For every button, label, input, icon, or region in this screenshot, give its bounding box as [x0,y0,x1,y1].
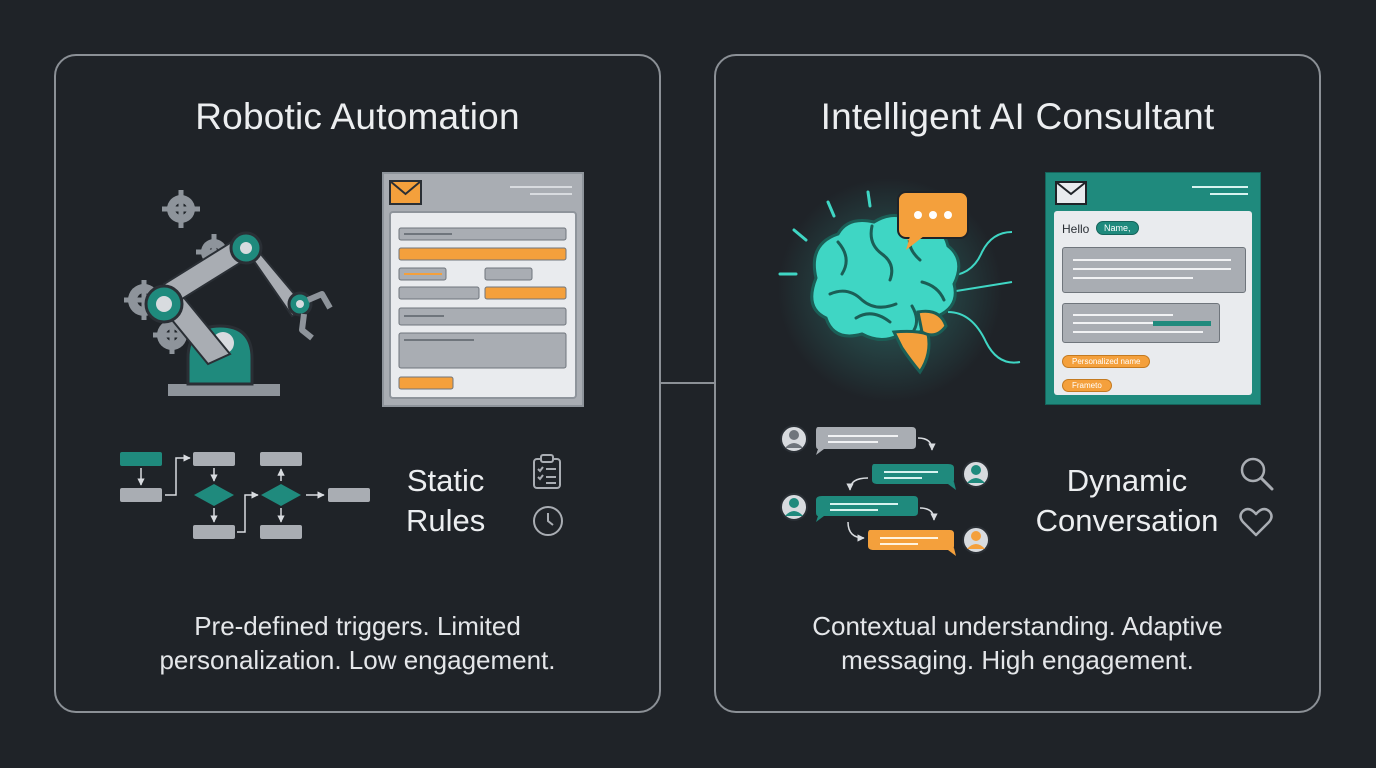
caption-line-1: Contextual understanding. Adaptive [812,611,1223,641]
label-line-conversation: Conversation [1035,503,1219,538]
conversation-icon [780,425,990,556]
search-icon [1240,457,1274,491]
caption-line-2: personalization. Low engagement. [159,645,556,675]
flowchart-icon [120,452,370,539]
user-avatar [962,526,990,554]
label-line-dynamic: Dynamic [1066,463,1188,498]
personalized-email-window: Hello Name, Personalized name Frameto [1045,172,1261,405]
label-line-static: Static [406,463,485,498]
email-icon [1055,181,1087,205]
left-caption: Pre-defined triggers. Limited personaliz… [56,609,659,677]
email-form-icon [382,172,584,407]
clock-icon [533,506,563,536]
heart-icon [1239,507,1273,537]
greeting-text: Hello [1062,222,1090,236]
caption-line-2: messaging. High engagement. [841,645,1194,675]
robot-arm-icon [124,190,333,396]
panel-title: Robotic Automation [195,96,520,137]
panel-connector-line [661,382,714,384]
caption-line-1: Pre-defined triggers. Limited [194,611,521,641]
right-caption: Contextual understanding. Adaptive messa… [716,609,1319,677]
panel-title: Intelligent AI Consultant [820,96,1215,137]
robotic-automation-panel: Robotic Automation [54,54,661,713]
email-body: Hello Name, Personalized name Frameto [1054,211,1252,395]
clipboard-checklist-icon [533,454,561,489]
personalized-name-tag: Personalized name [1062,355,1151,368]
dynamic-conversation-label: Dynamic Conversation [1025,461,1229,541]
static-rules-label: Static Rules [406,461,485,541]
intelligent-ai-consultant-panel: Intelligent AI Consultant [714,54,1321,713]
user-avatar [780,425,808,453]
user-avatar [780,493,808,521]
name-tag: Name, [1096,221,1139,235]
user-avatar [962,460,990,488]
brain-icon [778,178,1021,402]
label-line-rules: Rules [406,503,486,538]
chat-bubble-icon [897,191,969,250]
frameto-tag: Frameto [1062,379,1112,392]
